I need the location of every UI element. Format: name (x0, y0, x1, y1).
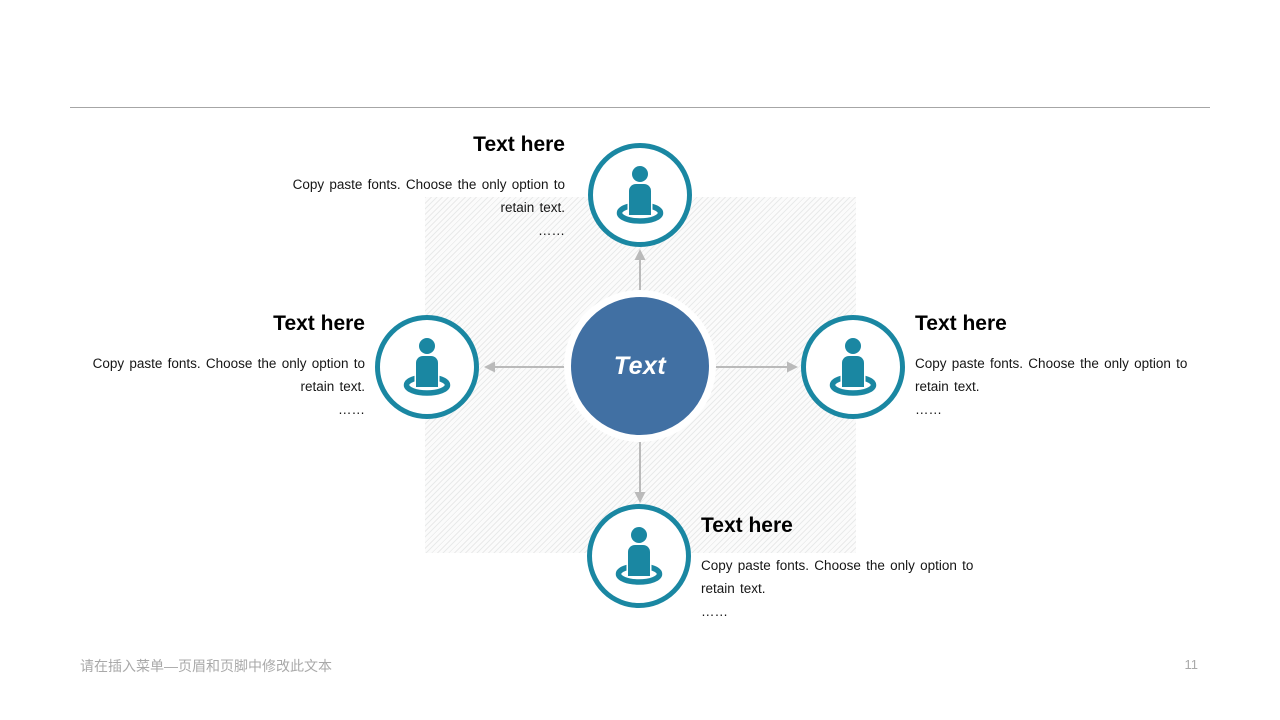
center-node: Text (564, 290, 716, 442)
text-block-body-line1: Copy paste fonts. Choose the only option… (701, 558, 974, 573)
node-left (375, 315, 479, 419)
text-block-top: Text here Copy paste fonts. Choose the o… (265, 132, 565, 242)
text-block-right: Text here Copy paste fonts. Choose the o… (915, 311, 1215, 421)
text-block-ellipsis: …… (538, 223, 565, 238)
text-block-body-line1: Copy paste fonts. Choose the only option… (92, 356, 365, 371)
node-bottom (587, 504, 691, 608)
text-block-ellipsis: …… (915, 402, 942, 417)
text-block-bottom: Text here Copy paste fonts. Choose the o… (701, 513, 1001, 623)
text-block-title: Text here (273, 312, 365, 335)
text-block-left: Text here Copy paste fonts. Choose the o… (65, 311, 365, 421)
person-icon (616, 166, 664, 224)
node-right (801, 315, 905, 419)
header-divider (70, 107, 1210, 108)
page-number: 11 (1184, 657, 1199, 672)
text-block-body-line2: retain text. (701, 581, 766, 596)
text-block-body-line2: retain text. (500, 200, 565, 215)
text-block-body-line1: Copy paste fonts. Choose the only option… (292, 177, 565, 192)
text-block-title: Text here (915, 312, 1007, 335)
node-top (588, 143, 692, 247)
text-block-body-line2: retain text. (300, 379, 365, 394)
center-node-label: Text (613, 351, 667, 380)
person-icon (615, 527, 663, 585)
text-block-body-line1: Copy paste fonts. Choose the only option… (915, 356, 1188, 371)
text-block-ellipsis: …… (701, 604, 728, 619)
footer-note: 请在插入菜单—页眉和页脚中修改此文本 (80, 658, 332, 674)
text-block-body-line2: retain text. (915, 379, 980, 394)
text-block-ellipsis: …… (338, 402, 365, 417)
person-icon (829, 338, 877, 396)
person-icon (403, 338, 451, 396)
text-block-title: Text here (473, 133, 565, 156)
text-block-title: Text here (701, 514, 793, 537)
